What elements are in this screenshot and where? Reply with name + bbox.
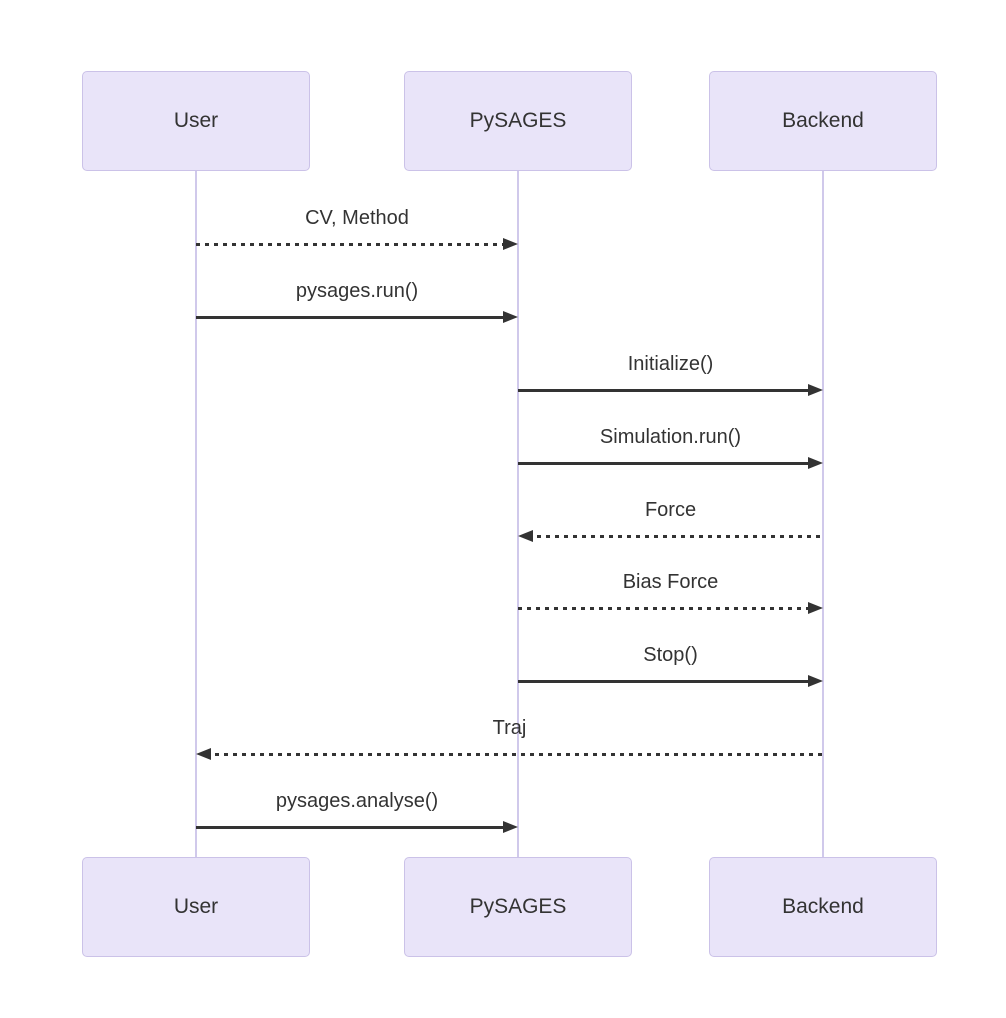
arrowhead-icon bbox=[503, 238, 518, 250]
actor-label: Backend bbox=[782, 109, 864, 132]
message-label-5: Bias Force bbox=[622, 571, 719, 593]
message-line-7 bbox=[206, 753, 823, 756]
message-label-3: Simulation.run() bbox=[599, 426, 742, 448]
message-label-8: pysages.analyse() bbox=[275, 790, 439, 812]
message-line-8 bbox=[196, 826, 508, 829]
arrowhead-icon bbox=[808, 384, 823, 396]
message-label-0: CV, Method bbox=[305, 207, 409, 229]
message-label-1: pysages.run() bbox=[295, 280, 419, 302]
actor-label: Backend bbox=[782, 895, 864, 918]
actor-label: PySAGES bbox=[469, 895, 567, 918]
message-line-6 bbox=[518, 680, 813, 683]
message-line-4 bbox=[528, 535, 823, 538]
message-line-0 bbox=[196, 243, 508, 246]
message-label-2: Initialize() bbox=[627, 353, 714, 375]
message-line-5 bbox=[518, 607, 813, 610]
actor-label: User bbox=[173, 109, 219, 132]
actor-box-top-backend: Backend bbox=[709, 71, 937, 171]
message-label-6: Stop() bbox=[643, 644, 698, 666]
lifeline-pysages bbox=[517, 170, 519, 858]
arrowhead-icon bbox=[503, 311, 518, 323]
message-label-7: Traj bbox=[492, 717, 527, 739]
lifeline-backend bbox=[822, 170, 824, 858]
actor-box-top-user: User bbox=[82, 71, 310, 171]
arrowhead-icon bbox=[518, 530, 533, 542]
arrowhead-icon bbox=[808, 675, 823, 687]
actor-label: PySAGES bbox=[469, 109, 567, 132]
arrowhead-icon bbox=[808, 602, 823, 614]
actor-label: User bbox=[173, 895, 219, 918]
message-line-2 bbox=[518, 389, 813, 392]
arrowhead-icon bbox=[503, 821, 518, 833]
actor-box-bottom-user: User bbox=[82, 857, 310, 957]
lifeline-user bbox=[195, 170, 197, 858]
message-line-3 bbox=[518, 462, 813, 465]
actor-box-top-pysages: PySAGES bbox=[404, 71, 632, 171]
arrowhead-icon bbox=[196, 748, 211, 760]
message-line-1 bbox=[196, 316, 508, 319]
actor-box-bottom-backend: Backend bbox=[709, 857, 937, 957]
actor-box-bottom-pysages: PySAGES bbox=[404, 857, 632, 957]
message-label-4: Force bbox=[644, 499, 697, 521]
arrowhead-icon bbox=[808, 457, 823, 469]
